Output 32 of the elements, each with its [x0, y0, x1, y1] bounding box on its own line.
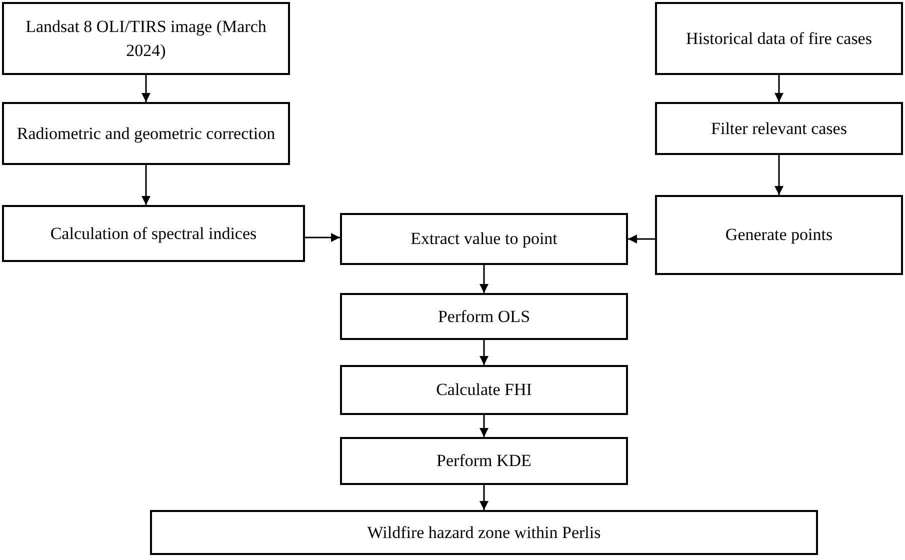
- process-box: [150, 510, 818, 555]
- box-label: Wildfire hazard zone within Perlis: [367, 522, 601, 544]
- box-label: Landsat 8 OLI/TIRS image (March 2024): [24, 16, 268, 62]
- box-label: Radiometric and geometric correction: [16, 122, 276, 145]
- arrow: [774, 155, 784, 195]
- process-box: [340, 437, 628, 485]
- box-label: Perform KDE: [436, 450, 532, 472]
- arrow: [480, 265, 488, 293]
- process-box: [655, 102, 903, 155]
- arrow: [480, 415, 488, 437]
- process-box: [655, 195, 903, 275]
- box-label: Filter relevant cases: [711, 118, 847, 140]
- arrow: [480, 340, 488, 365]
- box-label: Perform OLS: [438, 306, 530, 328]
- arrow: [142, 75, 150, 102]
- process-box: [2, 102, 290, 165]
- box-label: Generate points: [725, 224, 833, 246]
- box-label: Calculate FHI: [436, 379, 532, 401]
- arrow: [480, 485, 488, 510]
- process-box: [2, 205, 305, 262]
- box-label: Historical data of fire cases: [686, 28, 872, 50]
- arrow: [142, 165, 150, 205]
- box-label: Calculation of spectral indices: [50, 222, 257, 245]
- arrow: [305, 233, 340, 242]
- box-label: Extract value to point: [410, 228, 558, 250]
- process-box: [340, 365, 628, 415]
- arrow: [774, 75, 784, 102]
- process-box: [2, 2, 290, 75]
- arrow: [628, 234, 655, 244]
- process-box: [655, 2, 903, 75]
- process-box: [340, 213, 628, 265]
- process-box: [340, 293, 628, 340]
